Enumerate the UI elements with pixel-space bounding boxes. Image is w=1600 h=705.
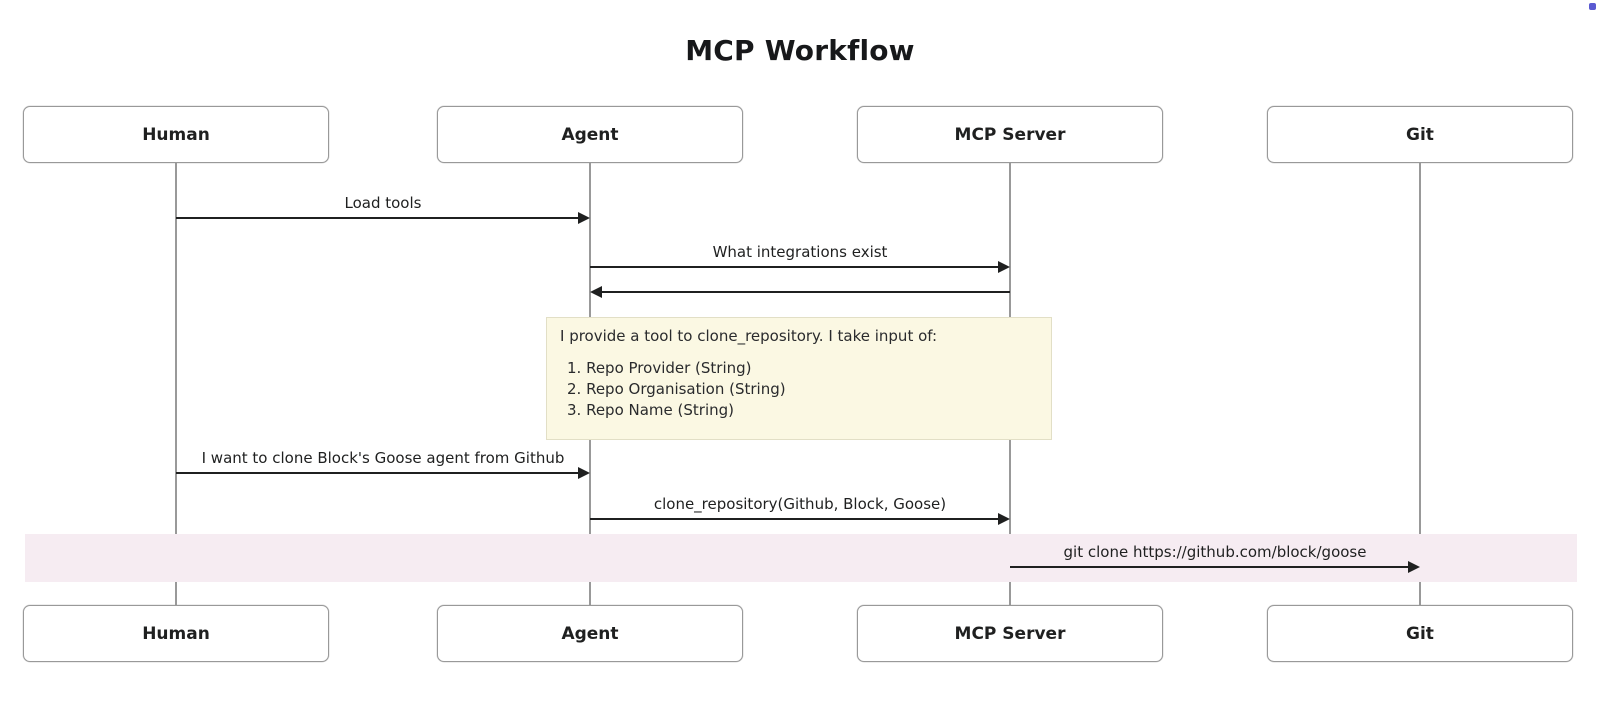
lifeline-human	[175, 163, 177, 605]
message-arrow-line	[1010, 566, 1416, 568]
actor-box-agent-top: Agent	[437, 106, 743, 163]
arrowhead-left-icon	[590, 286, 602, 298]
actor-box-human-bottom: Human	[23, 605, 329, 662]
message-arrow-line	[590, 266, 1006, 268]
message-label: Load tools	[344, 194, 422, 212]
message-label: What integrations exist	[712, 243, 888, 261]
message-arrow-line	[176, 472, 586, 474]
corner-dot	[1589, 3, 1596, 10]
message-arrow-line	[176, 217, 586, 219]
actor-box-mcp-server-top: MCP Server	[857, 106, 1163, 163]
note-text: I provide a tool to clone_repository. I …	[560, 327, 938, 345]
arrowhead-right-icon	[998, 261, 1010, 273]
arrowhead-right-icon	[578, 212, 590, 224]
highlight-band	[25, 534, 1577, 582]
note-list-item: 2. Repo Organisation (String)	[567, 380, 786, 398]
actor-box-git-bottom: Git	[1267, 605, 1573, 662]
message-arrow-line	[594, 291, 1010, 293]
arrowhead-right-icon	[578, 467, 590, 479]
message-label: clone_repository(Github, Block, Goose)	[653, 495, 947, 513]
actor-box-agent-bottom: Agent	[437, 605, 743, 662]
message-label: git clone https://github.com/block/goose	[1063, 543, 1367, 561]
message-label: I want to clone Block's Goose agent from…	[201, 449, 565, 467]
actor-box-mcp-server-bottom: MCP Server	[857, 605, 1163, 662]
arrowhead-right-icon	[998, 513, 1010, 525]
note-list-item: 1. Repo Provider (String)	[567, 359, 752, 377]
note-list-item: 3. Repo Name (String)	[567, 401, 735, 419]
actor-box-git-top: Git	[1267, 106, 1573, 163]
diagram-title: MCP Workflow	[685, 34, 915, 67]
message-arrow-line	[590, 518, 1006, 520]
arrowhead-right-icon	[1408, 561, 1420, 573]
lifeline-git	[1419, 163, 1421, 605]
note-box: I provide a tool to clone_repository. I …	[546, 317, 1052, 440]
actor-box-human-top: Human	[23, 106, 329, 163]
